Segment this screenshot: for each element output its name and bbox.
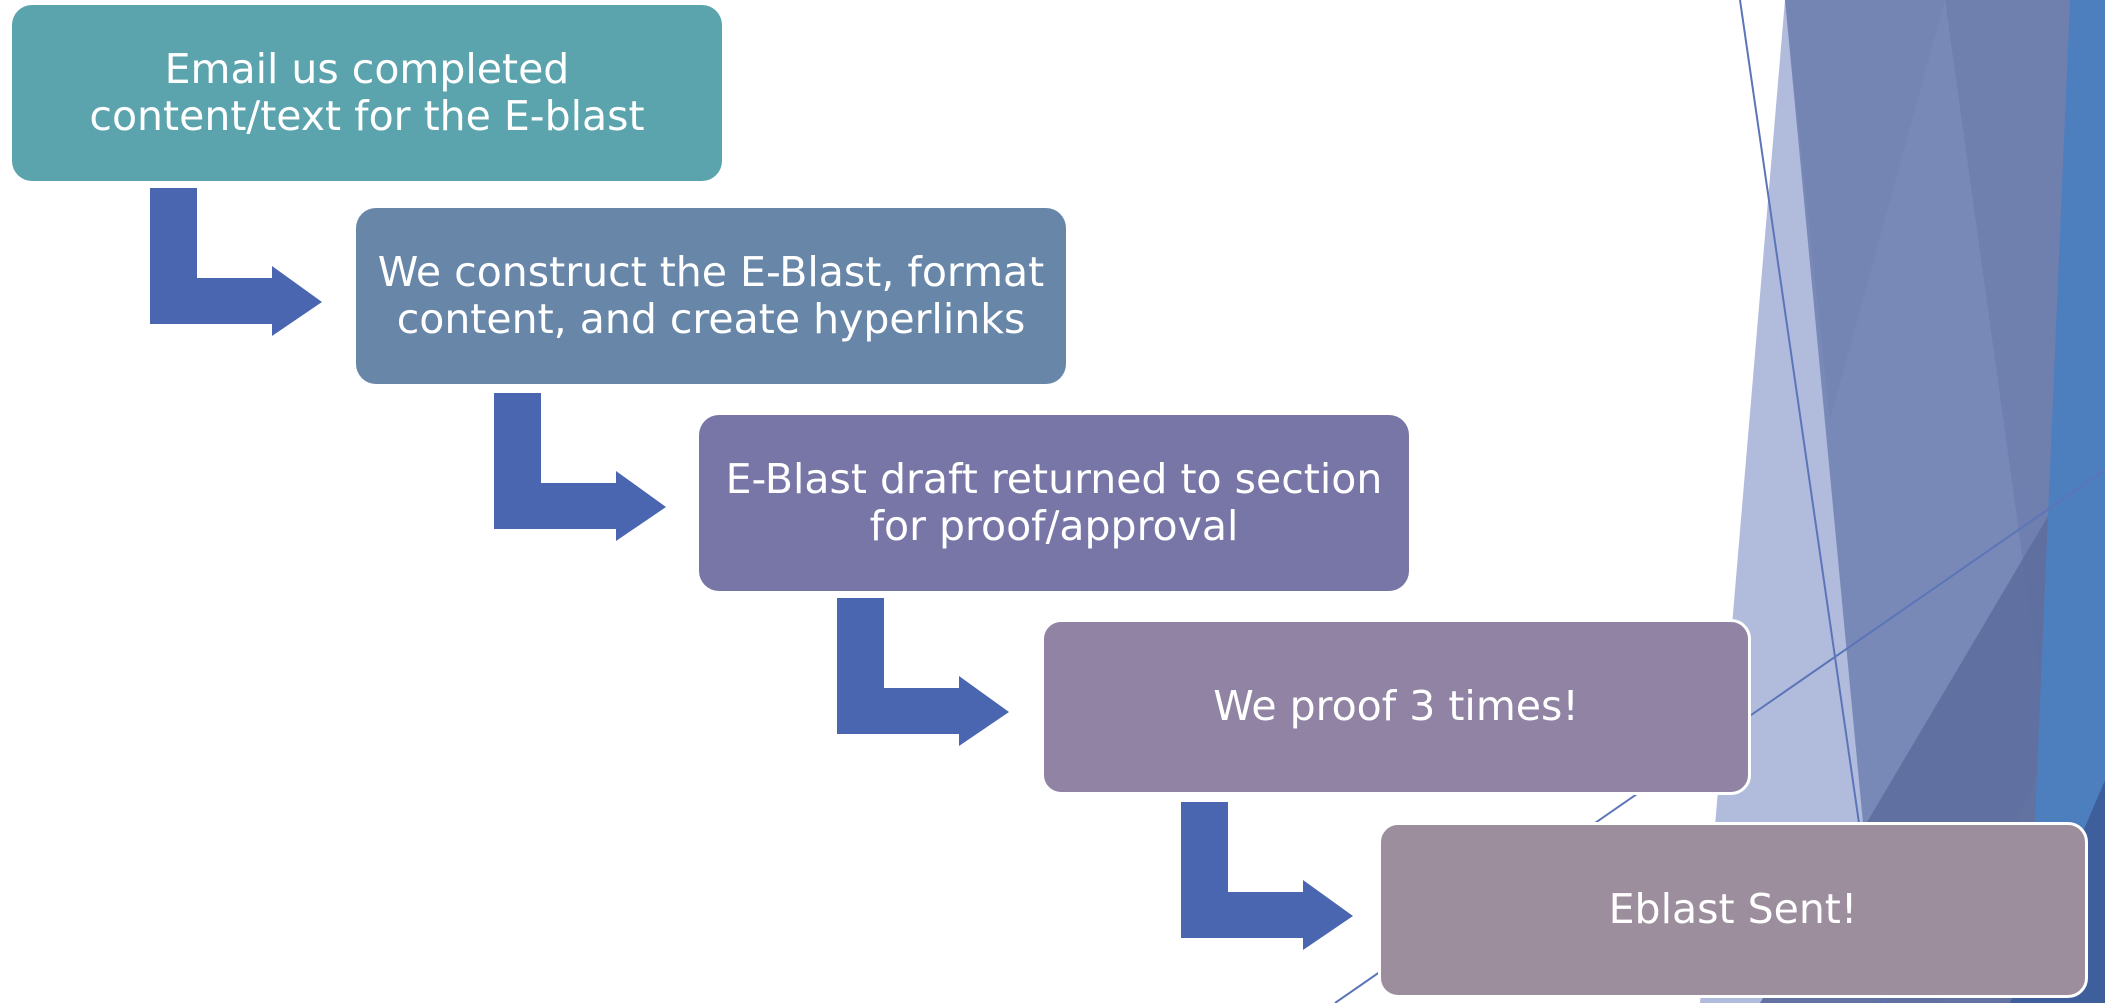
bent-right-arrow-icon bbox=[1181, 802, 1353, 950]
step-1-box: Email us completed content/text for the … bbox=[12, 5, 722, 181]
step-3-box: E-Blast draft returned to section for pr… bbox=[699, 415, 1409, 591]
step-4-box: We proof 3 times! bbox=[1041, 619, 1751, 795]
step-2-box: We construct the E-Blast, format content… bbox=[356, 208, 1066, 384]
step-5-box: Eblast Sent! bbox=[1378, 822, 2088, 998]
step-3-text: E-Blast draft returned to section for pr… bbox=[725, 454, 1383, 550]
bent-right-arrow-icon bbox=[150, 188, 322, 336]
step-5-text: Eblast Sent! bbox=[1608, 885, 1858, 934]
bent-right-arrow-icon bbox=[494, 393, 666, 541]
bent-right-arrow-icon bbox=[837, 598, 1009, 746]
step-2-text: We construct the E-Blast, format content… bbox=[377, 247, 1045, 343]
step-4-text: We proof 3 times! bbox=[1213, 682, 1579, 731]
step-1-text: Email us completed content/text for the … bbox=[89, 44, 645, 140]
